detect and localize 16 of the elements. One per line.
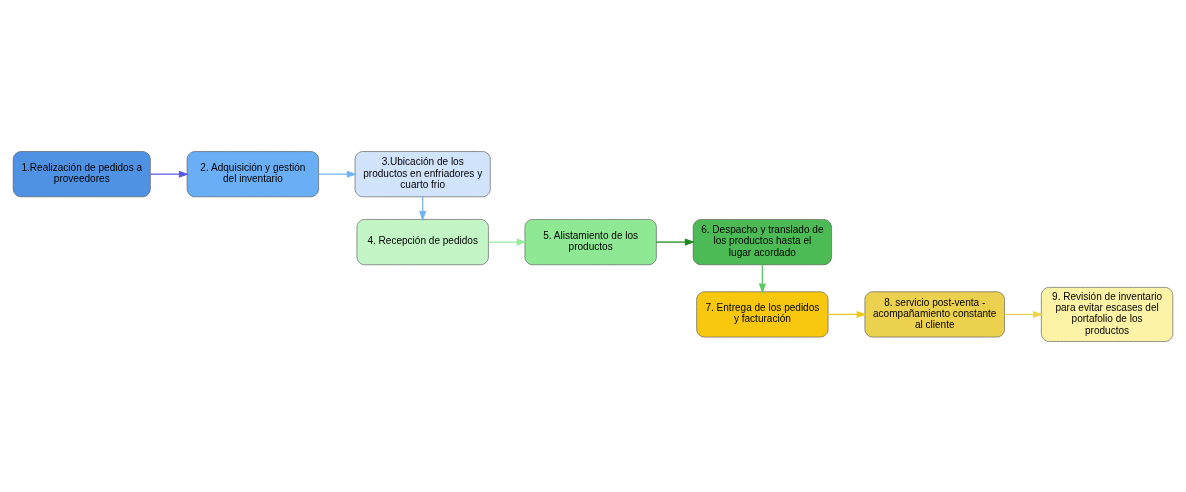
arrow bbox=[487, 238, 527, 246]
arrow bbox=[149, 170, 189, 178]
arrow bbox=[655, 238, 695, 246]
node-box: 4. Recepción de pedidos bbox=[356, 218, 489, 265]
arrow bbox=[827, 310, 867, 318]
arrow bbox=[318, 170, 357, 178]
node-box: 2. Adquisición y gestión del inventario bbox=[186, 150, 319, 197]
node-box: 3.Ubicación de los productos en enfriadores y cuarto frio bbox=[354, 150, 491, 197]
node-box: 1.Realización de pedidos a proveedores bbox=[12, 150, 151, 197]
node-box: 5. Alistamiento de los productos bbox=[524, 218, 657, 265]
node-box: 6. Despacho y translado de los productos hasta el lugar acordado bbox=[692, 218, 832, 265]
arrow bbox=[1003, 310, 1044, 318]
node-box: 9. Revisión de inventario para evitar escases del portafolio de los productos bbox=[1041, 286, 1174, 342]
node-box: 7. Entrega de los pedidos y facturación bbox=[696, 290, 829, 337]
node-box: 8. servicio post-venta - acompañamiento constante al cliente bbox=[864, 290, 1005, 337]
arrow bbox=[758, 263, 766, 294]
